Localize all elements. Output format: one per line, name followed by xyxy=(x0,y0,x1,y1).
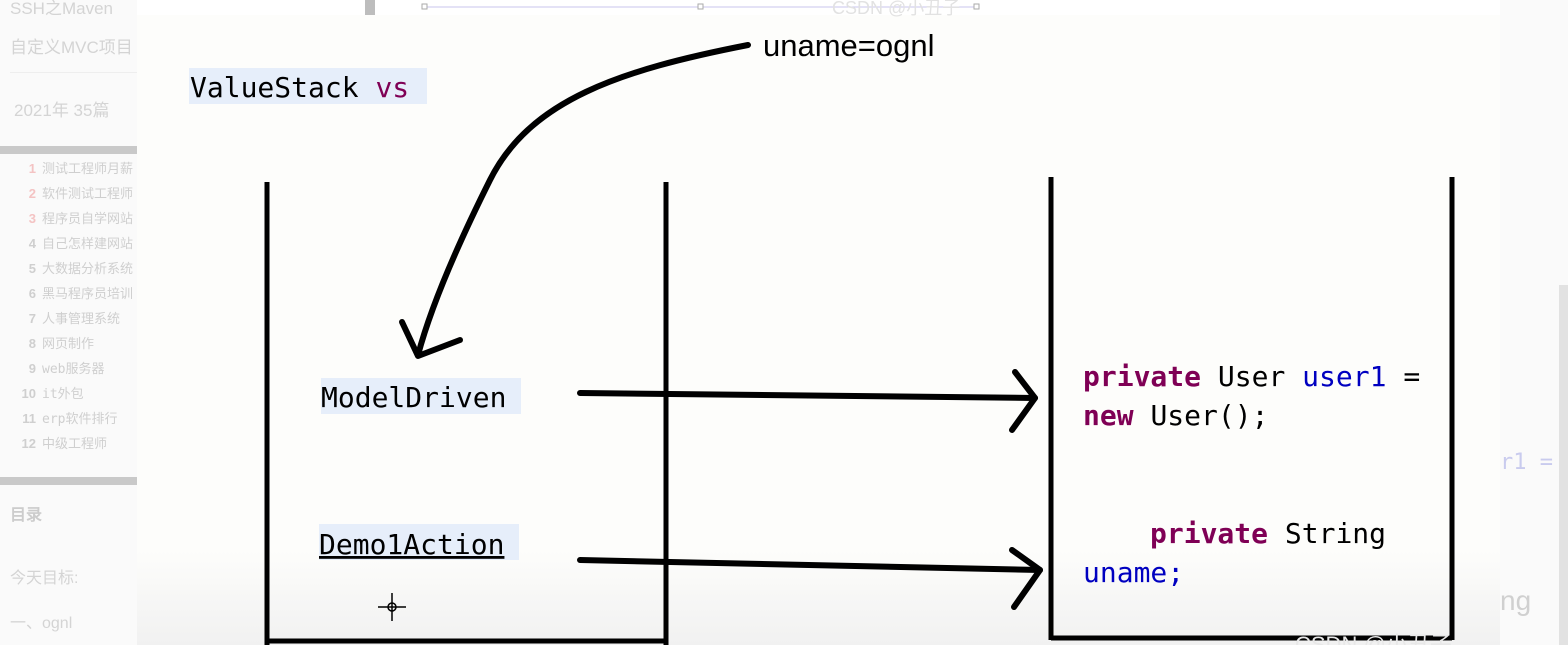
hot-list-item[interactable]: 4 自己怎样建网站 xyxy=(14,233,133,252)
scrollbar[interactable] xyxy=(1559,285,1568,645)
hot-list-item[interactable]: 5 大数据分析系统 xyxy=(14,258,133,277)
code-uname-var: uname; xyxy=(1083,556,1184,589)
item-highlight xyxy=(321,378,521,414)
hot-list-item[interactable]: 12 中级工程师 xyxy=(14,433,107,452)
hot-item-title: it外包 xyxy=(42,387,84,402)
sidebar: SSH之Maven 自定义MVC项目 2021年 35篇 1 测试工程师月薪 2 软件… xyxy=(0,0,137,645)
arrow-modeldriven xyxy=(577,369,1038,433)
hot-list-item[interactable]: 1 测试工程师月薪 xyxy=(14,158,133,177)
hot-list-item[interactable]: 11 erp软件排行 xyxy=(14,408,117,427)
archive-link[interactable]: SSH之Maven xyxy=(10,0,113,18)
resize-handle[interactable] xyxy=(421,3,428,10)
archive-link[interactable]: 自定义MVC项目 xyxy=(10,38,133,57)
annotation-uname-ognl: uname=ognl xyxy=(763,28,935,63)
hot-item-title: 网页制作 xyxy=(42,337,95,352)
item-highlight xyxy=(319,524,519,560)
rank-number: 7 xyxy=(28,311,36,326)
rank-number: 1 xyxy=(28,161,36,176)
hot-item-title: 自己怎样建网站 xyxy=(42,237,134,252)
resize-handle[interactable] xyxy=(697,3,704,10)
hot-item-title: web服务器 xyxy=(42,362,105,377)
watermark-bottom: CSDN @小丑子 xyxy=(1295,632,1452,645)
hot-item-title: 黑马程序员培训 xyxy=(42,287,134,302)
ghost-text: r1 = xyxy=(1500,450,1553,475)
rank-number: 6 xyxy=(28,286,36,301)
arrow-demo1action xyxy=(577,547,1043,610)
rank-number: 3 xyxy=(28,211,36,226)
hot-list-item[interactable]: 8 网页制作 xyxy=(14,333,94,352)
hot-list-item[interactable]: 3 程序员自学网站 xyxy=(14,208,133,227)
scroll-handle xyxy=(365,0,375,15)
hot-list-item[interactable]: 7 人事管理系统 xyxy=(14,308,120,327)
background-content: r1 = ng xyxy=(1500,0,1568,645)
section-separator xyxy=(0,477,137,485)
rank-number: 10 xyxy=(21,386,36,401)
hot-item-title: 软件测试工程师 xyxy=(42,187,134,202)
rank-number: 4 xyxy=(28,236,36,251)
ghost-text: ng xyxy=(1500,585,1532,616)
hot-item-title: erp软件排行 xyxy=(42,412,118,427)
archive-year[interactable]: 2021年 35篇 xyxy=(14,101,110,120)
hot-item-title: 人事管理系统 xyxy=(42,312,121,327)
curved-arrow xyxy=(415,42,751,358)
right-box xyxy=(1048,177,1455,641)
watermark-top: CSDN @小丑子 xyxy=(832,0,960,18)
rank-number: 2 xyxy=(28,186,36,201)
hot-list-item[interactable]: 10 it外包 xyxy=(14,383,84,402)
toc-item[interactable]: 一、ognl xyxy=(10,615,73,632)
item-demo1action: Demo1Action xyxy=(319,528,504,561)
hot-list-item[interactable]: 9 web服务器 xyxy=(14,358,105,377)
title-valuestack: ValueStack vs xyxy=(190,71,409,104)
divider xyxy=(10,72,137,73)
arrow-head xyxy=(399,319,463,359)
title-highlight xyxy=(189,68,427,104)
rank-number: 12 xyxy=(21,436,36,451)
toc-item[interactable]: 今天目标: xyxy=(10,570,79,587)
section-separator xyxy=(0,146,137,154)
hot-list-item[interactable]: 6 黑马程序员培训 xyxy=(14,283,133,302)
crosshair-cursor-icon xyxy=(378,593,406,621)
code-user1: private User user1 = xyxy=(1083,360,1420,393)
code-new-user: new User(); xyxy=(1083,399,1268,432)
rank-number: 8 xyxy=(28,336,36,351)
rank-number: 9 xyxy=(28,361,36,376)
code-uname: private String xyxy=(1150,517,1386,550)
hot-item-title: 大数据分析系统 xyxy=(42,262,134,277)
rank-number: 5 xyxy=(28,261,36,276)
hot-list-item[interactable]: 2 软件测试工程师 xyxy=(14,183,133,202)
resize-handle[interactable] xyxy=(973,3,980,10)
toc-title: 目录 xyxy=(10,507,43,524)
item-modeldriven: ModelDriven xyxy=(321,381,506,414)
left-box xyxy=(264,182,669,645)
hot-item-title: 测试工程师月薪 xyxy=(42,162,134,177)
rank-number: 11 xyxy=(22,411,36,426)
hot-item-title: 程序员自学网站 xyxy=(42,212,134,227)
hot-item-title: 中级工程师 xyxy=(42,437,108,452)
